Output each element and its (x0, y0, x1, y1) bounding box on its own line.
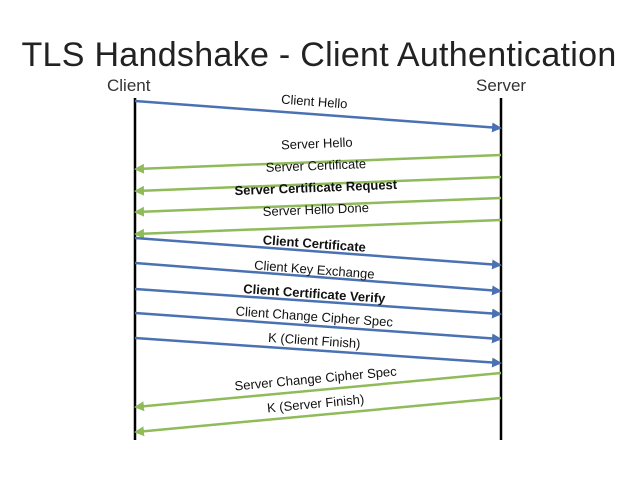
message-label: Client Hello (281, 92, 348, 112)
message-arrow (134, 311, 502, 344)
diagram-title: TLS Handshake - Client Authentication (21, 36, 617, 74)
message-arrow (134, 236, 502, 270)
server-label: Server (476, 76, 527, 95)
message-arrow (134, 99, 502, 133)
message-arrow (134, 218, 502, 239)
message-arrow (134, 287, 502, 319)
message-label: K (Client Finish) (268, 330, 361, 351)
message-arrow (134, 336, 502, 368)
message-arrow (134, 175, 502, 196)
client-label: Client (107, 76, 151, 95)
message-arrow (134, 196, 502, 217)
message-arrow (134, 261, 502, 296)
message-label: Server Hello Done (262, 200, 369, 219)
message-arrow (134, 371, 502, 412)
message-label: Server Hello (281, 135, 353, 153)
message-arrow (134, 153, 502, 174)
message-label: Server Certificate Request (234, 177, 398, 198)
message-arrow (134, 396, 502, 437)
message-label: Server Certificate (265, 156, 366, 175)
